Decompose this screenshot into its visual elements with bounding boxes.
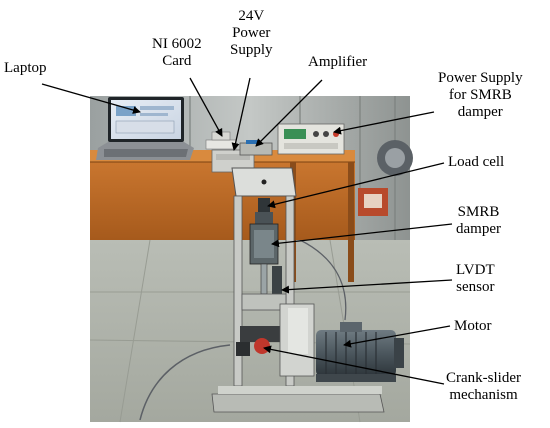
label-load-cell: Load cell [448,154,505,170]
test-rig [211,167,385,413]
label-lvdt-sensor: LVDT sensor [456,262,495,295]
callout-arrows [41,77,453,385]
arrow-lvdt [281,279,453,294]
label-damper-power-supply: Power Supply for SMRB damper [438,70,523,120]
floor-cable-2 [299,239,347,321]
arrow-smrb [271,223,453,248]
arrow-crank [263,345,445,385]
label-smrb-damper: SMRB damper [456,204,501,237]
damper-power-supply [277,123,345,155]
label-ni-card: NI 6002 Card [152,36,202,69]
laptop [96,97,194,160]
arrow-motor [343,325,451,348]
arrow-laptop [41,83,141,114]
label-24v-power-supply: 24V Power Supply [230,8,273,58]
label-amplifier: Amplifier [308,54,368,70]
label-crank-slider: Crank-slider mechanism [446,370,521,403]
arrow-24v [231,77,251,151]
arrow-load-cell [267,162,445,209]
red-box [358,188,388,216]
motor [316,322,404,382]
arrow-damper-power [333,111,435,135]
floor-cable [139,344,231,421]
photo [89,96,413,423]
arrow-amplifier [255,79,323,147]
label-laptop: Laptop [4,60,47,76]
label-motor: Motor [454,318,492,334]
arrow-ni-card [189,77,223,137]
wall-panels [189,96,396,260]
